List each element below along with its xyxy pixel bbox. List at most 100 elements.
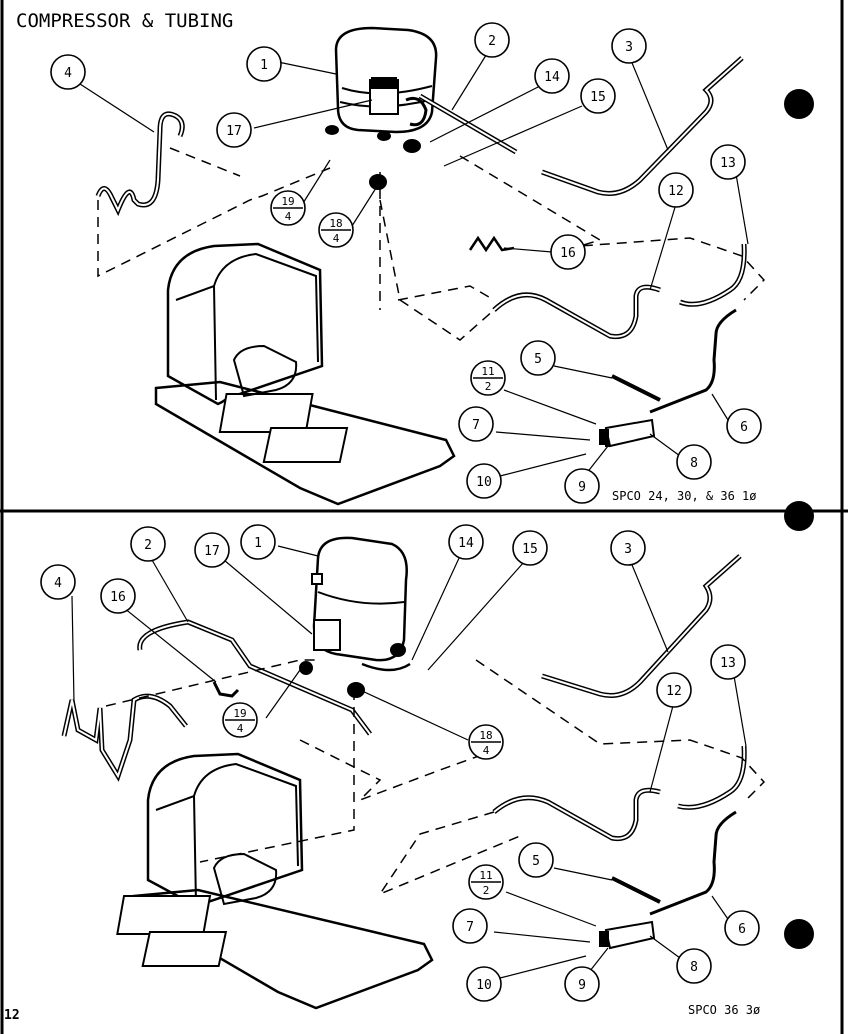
lower-callout-3: 3 <box>610 530 646 566</box>
svg-text:4: 4 <box>54 576 62 591</box>
upper-tube-6 <box>649 308 737 414</box>
upper-compressor <box>325 26 438 190</box>
svg-text:7: 7 <box>466 920 474 935</box>
upper-fraction-numerator: 18 <box>329 217 342 230</box>
lower-fraction-numerator: 18 <box>479 729 492 742</box>
svg-text:12: 12 <box>668 184 684 199</box>
lower-dash-lines <box>105 659 766 896</box>
upper-callout-17: 17 <box>216 112 252 148</box>
lower-fraction-callout-19: 194 <box>222 702 258 738</box>
page-number: 12 <box>4 1008 20 1023</box>
lower-callout-9: 9 <box>564 966 600 1002</box>
upper-callout-1: 1 <box>246 46 282 82</box>
upper-fraction-denominator: 2 <box>485 380 492 393</box>
upper-callout-9: 9 <box>564 468 600 504</box>
svg-text:16: 16 <box>110 590 126 605</box>
lower-fraction-denominator: 2 <box>483 884 490 897</box>
lower-callout-17: 17 <box>194 532 230 568</box>
svg-text:14: 14 <box>544 70 560 85</box>
upper-callout-16: 16 <box>550 234 586 270</box>
lower-callout-5: 5 <box>518 842 554 878</box>
lower-callout-7: 7 <box>452 908 488 944</box>
upper-base-pan <box>154 242 456 506</box>
upper-callout-3: 3 <box>611 28 647 64</box>
upper-fraction-callout-11: 112 <box>470 360 506 396</box>
upper-fraction-denominator: 4 <box>285 210 292 223</box>
svg-text:17: 17 <box>226 124 242 139</box>
lower-callout-8: 8 <box>676 948 712 984</box>
svg-text:15: 15 <box>590 90 606 105</box>
svg-text:7: 7 <box>472 418 480 433</box>
lower-callout-10: 10 <box>466 966 502 1002</box>
lower-compressor <box>299 536 408 698</box>
svg-text:3: 3 <box>625 40 633 55</box>
lower-fraction-denominator: 4 <box>237 722 244 735</box>
lower-tube-3 <box>541 554 742 698</box>
svg-text:8: 8 <box>690 456 698 471</box>
upper-callout-12: 12 <box>658 172 694 208</box>
upper-callout-2: 2 <box>474 22 510 58</box>
upper-fraction-numerator: 11 <box>481 365 494 378</box>
lower-callout-1: 1 <box>240 524 276 560</box>
registration-dots <box>784 89 814 949</box>
svg-text:8: 8 <box>690 960 698 975</box>
svg-text:13: 13 <box>720 656 736 671</box>
lower-callout-4: 4 <box>40 564 76 600</box>
lower-fraction-numerator: 11 <box>479 869 492 882</box>
lower-tube-6 <box>649 810 737 916</box>
svg-text:12: 12 <box>666 684 682 699</box>
upper-callout-6: 6 <box>726 408 762 444</box>
svg-text:6: 6 <box>738 922 746 937</box>
svg-text:5: 5 <box>532 854 540 869</box>
svg-text:14: 14 <box>458 536 474 551</box>
upper-assembly <box>95 26 766 506</box>
lower-callout-6: 6 <box>724 910 760 946</box>
lower-callout-14: 14 <box>448 524 484 560</box>
svg-text:4: 4 <box>64 66 72 81</box>
upper-callout-14: 14 <box>534 58 570 94</box>
lower-tube-14 <box>361 662 411 672</box>
upper-callout-15: 15 <box>580 78 616 114</box>
svg-text:9: 9 <box>578 480 586 495</box>
upper-tube-3 <box>541 56 744 196</box>
svg-text:10: 10 <box>476 978 492 993</box>
svg-text:17: 17 <box>204 544 220 559</box>
upper-fraction-numerator: 19 <box>281 195 294 208</box>
lower-callout-12: 12 <box>656 672 692 708</box>
lower-callout-13: 13 <box>710 644 746 680</box>
svg-text:2: 2 <box>488 34 496 49</box>
svg-text:5: 5 <box>534 352 542 367</box>
lower-fraction-denominator: 4 <box>483 744 490 757</box>
lower-callout-2: 2 <box>130 526 166 562</box>
svg-text:16: 16 <box>560 246 576 261</box>
leader-lines <box>71 51 749 979</box>
lower-model-label: SPCO 36 3ø <box>688 1003 761 1017</box>
lower-tube-13 <box>677 745 747 810</box>
page-title: COMPRESSOR & TUBING <box>16 10 234 32</box>
upper-fraction-denominator: 4 <box>333 232 340 245</box>
svg-text:13: 13 <box>720 156 736 171</box>
svg-text:9: 9 <box>578 978 586 993</box>
lower-fraction-callout-11: 112 <box>468 864 504 900</box>
lower-tube-16 <box>212 681 240 698</box>
svg-text:1: 1 <box>254 536 262 551</box>
lower-fraction-numerator: 19 <box>233 707 246 720</box>
svg-text:2: 2 <box>144 538 152 553</box>
lower-fraction-callout-18: 184 <box>468 724 504 760</box>
lower-assembly <box>61 536 766 1010</box>
upper-tube-16 <box>468 235 515 253</box>
upper-fraction-callout-18: 184 <box>318 212 354 248</box>
lower-callout-15: 15 <box>512 530 548 566</box>
upper-model-label: SPCO 24, 30, & 36 1ø <box>612 489 757 503</box>
upper-service-valve <box>599 374 661 448</box>
lower-base-pan <box>116 752 434 1010</box>
svg-text:10: 10 <box>476 475 492 490</box>
svg-text:15: 15 <box>522 542 538 557</box>
upper-callout-13: 13 <box>710 144 746 180</box>
upper-fraction-callout-19: 194 <box>270 190 306 226</box>
lower-callout-16: 16 <box>100 578 136 614</box>
